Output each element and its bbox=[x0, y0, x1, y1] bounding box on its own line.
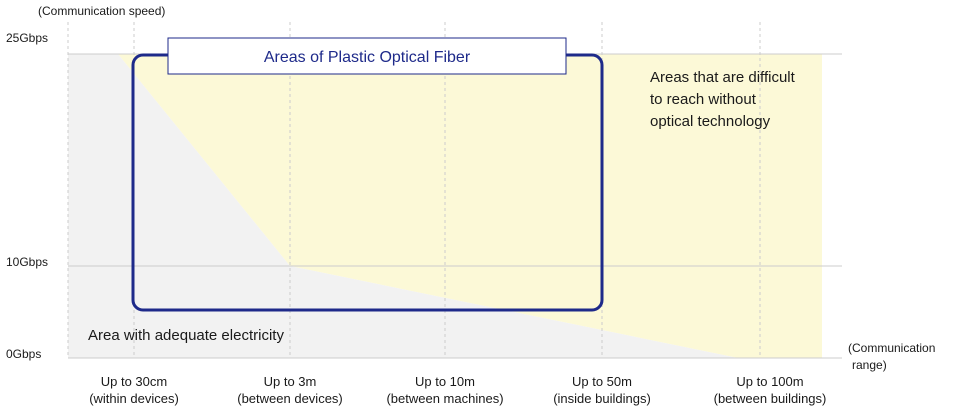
pof-area-label: Areas of Plastic Optical Fiber bbox=[264, 49, 471, 66]
electric-area-label: Area with adequate electricity bbox=[88, 327, 284, 344]
x-tick-sublabel: (between machines) bbox=[386, 391, 503, 406]
optical-area-label-2: to reach without bbox=[650, 91, 757, 108]
y-tick-label: 0Gbps bbox=[6, 347, 41, 361]
y-axis-title: (Communication speed) bbox=[38, 4, 165, 18]
x-tick-label: Up to 100m bbox=[736, 374, 803, 389]
x-tick-label: Up to 30cm bbox=[101, 374, 167, 389]
x-tick-label: Up to 50m bbox=[572, 374, 632, 389]
optical-area-label-3: optical technology bbox=[650, 113, 771, 130]
x-tick-label: Up to 3m bbox=[264, 374, 317, 389]
optical-region bbox=[118, 54, 822, 358]
pof-title-box bbox=[167, 37, 567, 75]
x-tick-sublabel: (between devices) bbox=[237, 391, 343, 406]
x-axis-title-2: range) bbox=[852, 358, 887, 372]
x-tick-sublabel: (between buildings) bbox=[714, 391, 827, 406]
x-tick-sublabel: (inside buildings) bbox=[553, 391, 651, 406]
x-tick-label: Up to 10m bbox=[415, 374, 475, 389]
y-tick-label: 25Gbps bbox=[6, 31, 48, 45]
x-tick-sublabel: (within devices) bbox=[89, 391, 179, 406]
optical-area-label-1: Areas that are difficult bbox=[650, 69, 796, 86]
electric-region bbox=[68, 54, 738, 358]
x-axis-title-1: (Communication bbox=[848, 341, 935, 355]
y-tick-label: 10Gbps bbox=[6, 255, 48, 269]
